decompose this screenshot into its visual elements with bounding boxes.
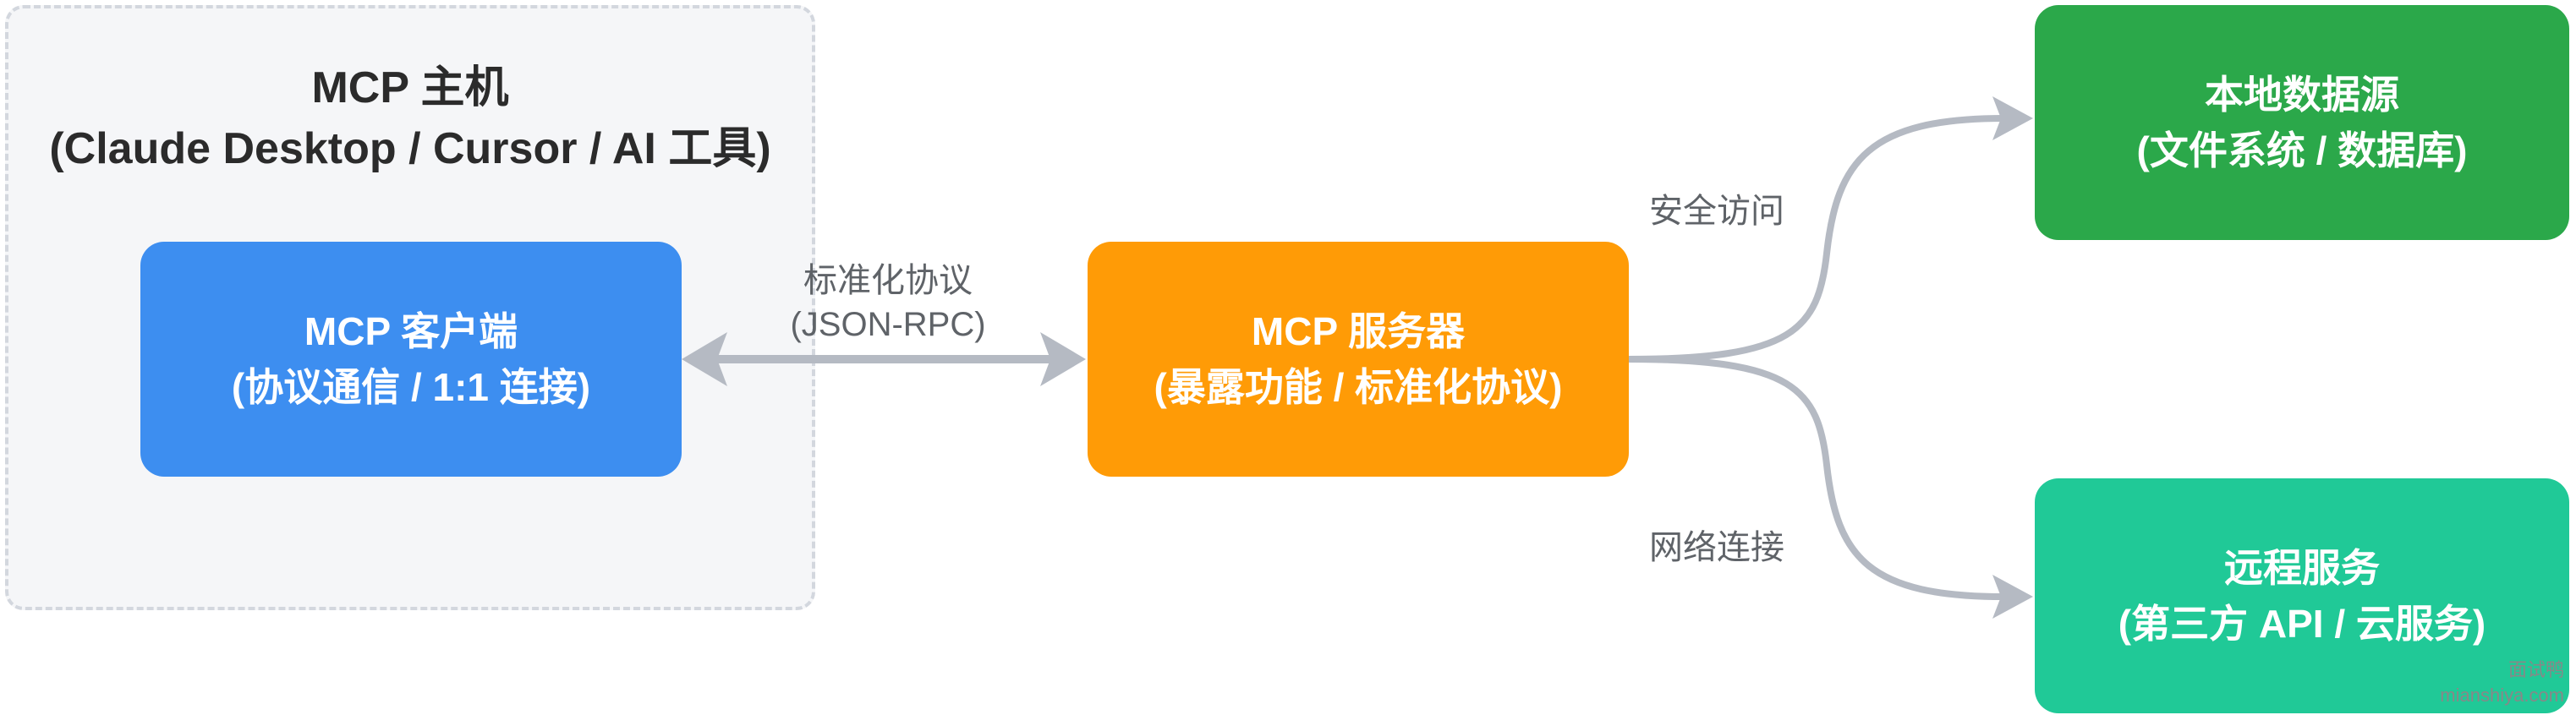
host-subtitle: (Claude Desktop / Cursor / AI 工具) bbox=[49, 124, 771, 173]
local-title: 本地数据源 bbox=[2205, 73, 2399, 117]
arrowhead-left-icon bbox=[682, 332, 727, 386]
arrowhead-local-icon bbox=[1992, 96, 2033, 140]
protocol-sublabel: (JSON-RPC) bbox=[790, 306, 986, 343]
local-subtitle: (文件系统 / 数据库) bbox=[2136, 128, 2468, 172]
remote-subtitle: (第三方 API / 云服务) bbox=[2118, 602, 2486, 646]
network-connection-label: 网络连接 bbox=[1649, 529, 1784, 566]
mcp-client-node: MCP 客户端 (协议通信 / 1:1 连接) bbox=[140, 242, 682, 477]
client-server-label: 标准化协议 (JSON-RPC) bbox=[744, 259, 1032, 347]
server-title: MCP 服务器 bbox=[1251, 309, 1466, 353]
server-remote-edge bbox=[1628, 356, 2005, 600]
client-title: MCP 客户端 bbox=[304, 309, 518, 353]
mcp-server-node: MCP 服务器 (暴露功能 / 标准化协议) bbox=[1088, 242, 1629, 477]
host-title: MCP 主机 bbox=[311, 63, 509, 112]
arrowhead-right-icon bbox=[1040, 332, 1086, 386]
protocol-label: 标准化协议 bbox=[803, 262, 973, 299]
server-subtitle: (暴露功能 / 标准化协议) bbox=[1154, 365, 1563, 409]
client-subtitle: (协议通信 / 1:1 连接) bbox=[231, 365, 591, 409]
watermark-name: 面试鸭 bbox=[2507, 659, 2564, 680]
remote-title: 远程服务 bbox=[2224, 546, 2380, 590]
remote-service-node: 远程服务 (第三方 API / 云服务) bbox=[2035, 478, 2569, 713]
local-data-source-node: 本地数据源 (文件系统 / 数据库) bbox=[2035, 5, 2569, 240]
server-local-edge bbox=[1628, 115, 2005, 363]
watermark-url: mianshiya.com bbox=[2440, 685, 2564, 706]
arrowhead-remote-icon bbox=[1992, 575, 2033, 619]
secure-access-label: 安全访问 bbox=[1649, 193, 1784, 230]
